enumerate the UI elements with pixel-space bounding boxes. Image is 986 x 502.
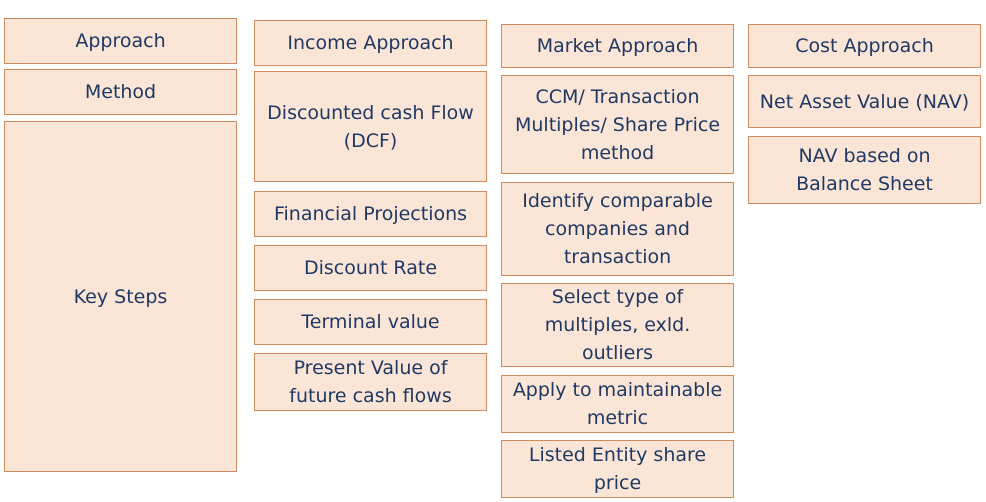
income-step-text: Terminal value — [301, 311, 440, 333]
key-steps-row-label: Key Steps — [4, 121, 237, 472]
market-step-text: Identify comparable companies and transa… — [522, 190, 713, 268]
market-step-text: Listed Entity share price — [528, 444, 707, 494]
income-method: Discounted cash Flow (DCF) — [254, 71, 487, 182]
approach-row-label: Approach — [4, 18, 237, 64]
market-method-text: CCM/ Transaction Multiples/ Share Price … — [514, 85, 721, 164]
market-method: CCM/ Transaction Multiples/ Share Price … — [501, 75, 734, 174]
cost-method-text: Net Asset Value (NAV) — [759, 90, 970, 113]
market-approach-header: Market Approach — [501, 24, 734, 68]
market-step-text: Select type of multiples, exld. outliers — [544, 286, 691, 364]
income-step-text: Present Value of future cash flows — [289, 357, 452, 407]
income-step-financial-projections: Financial Projections — [254, 191, 487, 237]
income-step-discount-rate: Discount Rate — [254, 245, 487, 291]
approach-row-label-text: Approach — [75, 30, 166, 52]
income-method-text: Discounted cash Flow (DCF) — [267, 101, 474, 152]
cost-method: Net Asset Value (NAV) — [748, 75, 981, 128]
cost-step-nav-balance-sheet: NAV based on Balance Sheet — [748, 136, 981, 204]
cost-approach-header-text: Cost Approach — [795, 35, 934, 57]
market-step-select-multiples: Select type of multiples, exld. outliers — [501, 283, 734, 367]
method-row-label-text: Method — [84, 81, 157, 103]
income-step-text: Financial Projections — [273, 203, 468, 225]
income-step-text: Discount Rate — [303, 257, 438, 279]
market-step-apply-metric: Apply to maintainable metric — [501, 375, 734, 433]
income-step-present-value: Present Value of future cash flows — [254, 353, 487, 411]
market-approach-header-text: Market Approach — [536, 35, 699, 57]
method-row-label: Method — [4, 69, 237, 115]
income-approach-header-text: Income Approach — [287, 32, 454, 54]
cost-approach-header: Cost Approach — [748, 24, 981, 68]
key-steps-row-label-text: Key Steps — [73, 285, 168, 308]
income-step-terminal-value: Terminal value — [254, 299, 487, 345]
market-step-listed-share-price: Listed Entity share price — [501, 440, 734, 498]
market-step-text: Apply to maintainable metric — [512, 379, 723, 429]
market-step-identify-comparables: Identify comparable companies and transa… — [501, 182, 734, 276]
cost-step-text: NAV based on Balance Sheet — [796, 145, 933, 195]
income-approach-header: Income Approach — [254, 20, 487, 66]
